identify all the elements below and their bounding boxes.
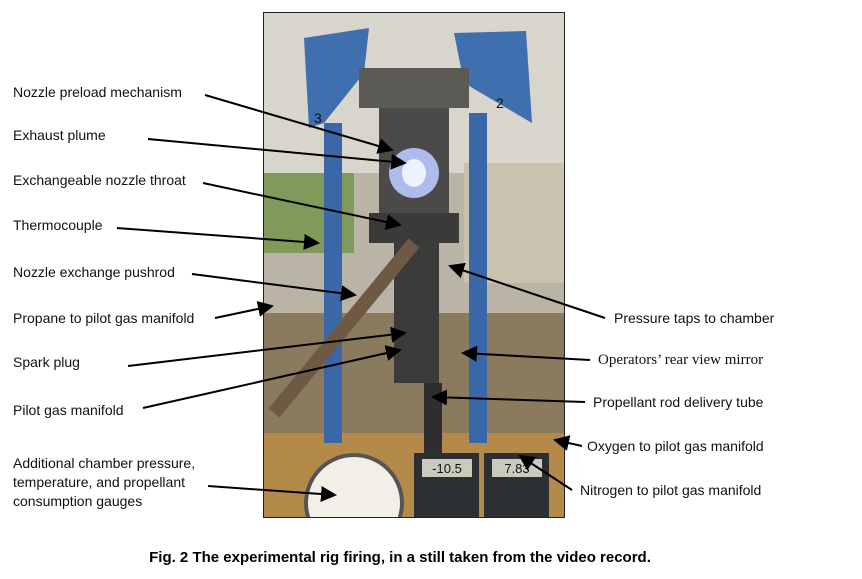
label-pilot-manifold: Pilot gas manifold [13, 402, 124, 418]
frame-number-left: 3 [314, 110, 322, 126]
label-mirror: Operators’ rear view mirror [598, 352, 764, 368]
label-thermocouple: Thermocouple [13, 217, 103, 233]
meter-reading-1: -10.5 [432, 461, 462, 476]
figure-caption: Fig. 2 The experimental rig firing, in a… [149, 549, 651, 566]
label-nozzle-preload: Nozzle preload mechanism [13, 84, 182, 100]
label-gauges-3: consumption gauges [13, 493, 143, 509]
label-gauges-1: Additional chamber pressure, [13, 455, 196, 471]
label-exhaust-plume: Exhaust plume [13, 127, 106, 143]
label-gauges-2: temperature, and propellant [13, 474, 185, 490]
label-nitrogen: Nitrogen to pilot gas manifold [580, 482, 762, 498]
label-pressure-taps: Pressure taps to chamber [614, 310, 775, 326]
rig-photo: 3 2 -10.5 7.83 [263, 12, 565, 518]
label-propane: Propane to pilot gas manifold [13, 310, 195, 326]
label-nozzle-throat: Exchangeable nozzle throat [13, 172, 186, 188]
label-delivery-tube: Propellant rod delivery tube [593, 394, 764, 410]
label-oxygen: Oxygen to pilot gas manifold [587, 438, 764, 454]
label-pushrod: Nozzle exchange pushrod [13, 264, 175, 280]
frame-number-right: 2 [496, 95, 504, 111]
label-spark-plug: Spark plug [13, 354, 80, 370]
